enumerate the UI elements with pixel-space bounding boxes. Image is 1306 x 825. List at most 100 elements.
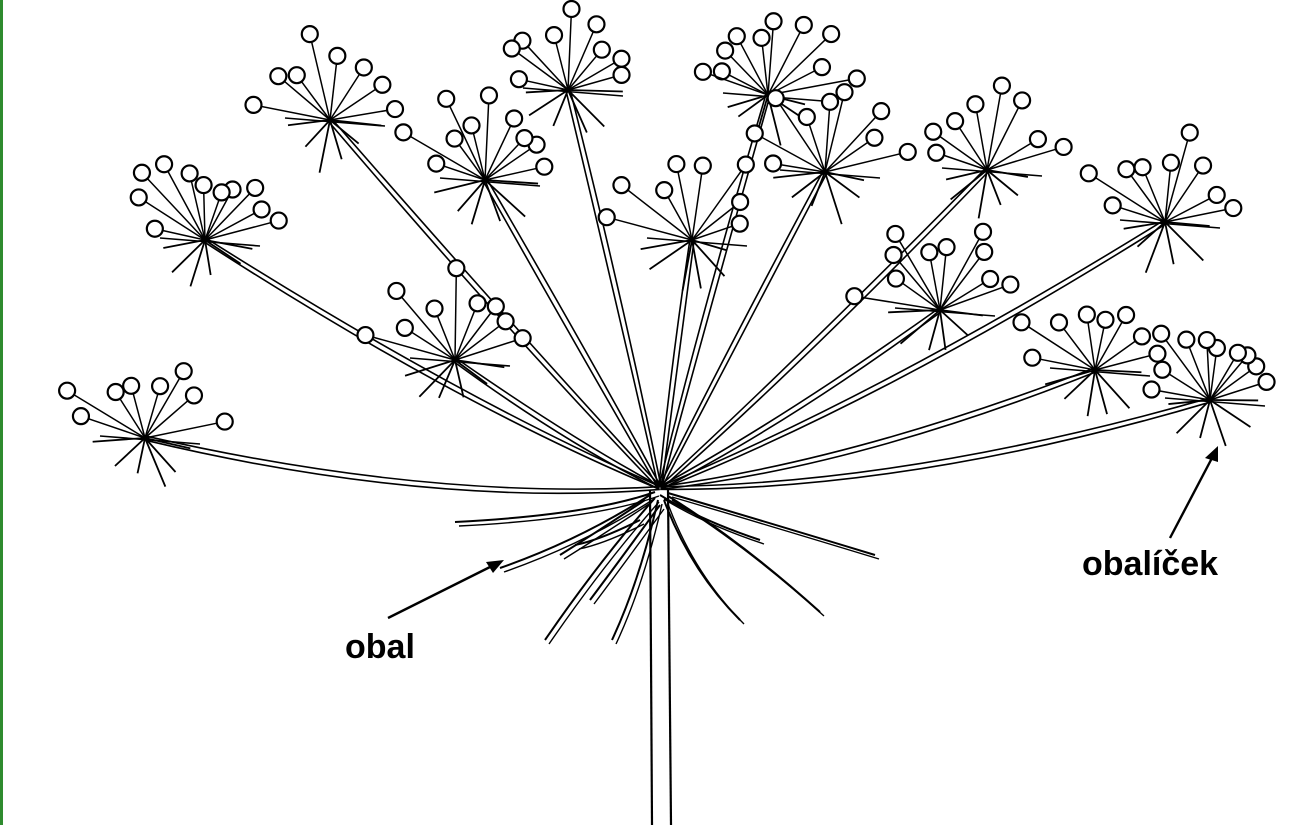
primary-ray	[659, 220, 1164, 487]
secondary-ray	[278, 76, 330, 120]
secondary-ray	[455, 268, 456, 360]
secondary-ray	[330, 109, 395, 120]
flower-bud	[939, 239, 955, 255]
pointer-arrowhead-obalicek	[1205, 446, 1218, 462]
involucre-bracts	[455, 492, 879, 644]
flower-bud	[886, 247, 902, 263]
flower-bud	[925, 124, 941, 140]
secondary-ray	[365, 335, 455, 360]
flower-bud	[302, 26, 318, 42]
flower-bud	[1002, 277, 1018, 293]
flower-bud	[1182, 125, 1198, 141]
flower-bud	[1199, 332, 1215, 348]
flower-bud	[738, 157, 754, 173]
flower-bud	[131, 189, 147, 205]
secondary-ray	[776, 98, 825, 172]
umbellet	[395, 87, 552, 224]
flower-bud	[1209, 187, 1225, 203]
secondary-ray	[768, 25, 804, 95]
flower-bud	[196, 177, 212, 193]
flower-bud	[388, 283, 404, 299]
primary-ray	[566, 90, 659, 488]
flower-bud	[900, 144, 916, 160]
flower-bud	[1105, 197, 1121, 213]
flower-bud	[536, 159, 552, 175]
secondary-ray	[725, 51, 768, 95]
secondary-ray	[145, 395, 194, 438]
umbellet	[747, 84, 916, 224]
primary-ray	[570, 90, 661, 488]
flower-bud	[599, 209, 615, 225]
secondary-ray	[825, 152, 908, 172]
flower-bud	[796, 17, 812, 33]
secondary-ray	[568, 9, 571, 90]
secondary-ray	[1165, 166, 1203, 222]
bractlet	[434, 180, 485, 192]
flower-bud	[271, 213, 287, 229]
flower-bud	[873, 103, 889, 119]
label-obalicek: obalíček	[1082, 545, 1218, 583]
flower-bud	[668, 156, 684, 172]
umbellet	[1014, 307, 1166, 417]
flower-bud	[329, 48, 345, 64]
pointer-line-obalicek	[1170, 458, 1212, 538]
flower-bud	[504, 41, 520, 57]
flower-bud	[594, 42, 610, 58]
flower-bud	[732, 194, 748, 210]
flower-bud	[447, 131, 463, 147]
flower-bud	[928, 145, 944, 161]
flower-bud	[254, 201, 270, 217]
flower-bud	[613, 51, 629, 67]
flower-bud	[395, 124, 411, 140]
flower-bud	[613, 177, 629, 193]
umbellet	[925, 78, 1071, 219]
primary-ray	[456, 358, 661, 487]
flower-bud	[822, 94, 838, 110]
secondary-ray	[1126, 169, 1165, 222]
flower-bud	[481, 87, 497, 103]
label-pointers	[388, 446, 1218, 618]
secondary-ray	[568, 24, 596, 90]
flower-bud	[588, 16, 604, 32]
flower-bud	[498, 313, 514, 329]
flower-bud	[1030, 131, 1046, 147]
label-obal: obal	[345, 628, 415, 666]
secondary-ray	[205, 221, 279, 240]
umbellet	[1144, 326, 1275, 446]
flower-bud	[823, 26, 839, 42]
flower-bud	[849, 71, 865, 87]
flower-bud	[59, 383, 75, 399]
flower-bud	[247, 180, 263, 196]
flower-bud	[1056, 139, 1072, 155]
bract	[668, 493, 875, 555]
flower-bud	[397, 320, 413, 336]
flower-bud	[1149, 346, 1165, 362]
flower-bud	[427, 301, 443, 317]
secondary-ray	[455, 338, 523, 360]
flower-bud	[123, 378, 139, 394]
flower-bud	[515, 330, 531, 346]
bractlet	[1165, 222, 1203, 261]
stem-line	[650, 490, 652, 825]
secondary-ray	[1165, 133, 1190, 222]
flower-bud	[1144, 382, 1160, 398]
flower-bud	[982, 271, 998, 287]
flower-bud	[73, 408, 89, 424]
flower-bud	[1014, 92, 1030, 108]
flower-bud	[147, 221, 163, 237]
pointer-line-obal	[388, 566, 492, 618]
secondary-ray	[1165, 208, 1233, 222]
secondary-ray	[403, 132, 485, 180]
flower-bud	[1135, 159, 1151, 175]
umbellet	[131, 156, 287, 286]
primary-ray	[660, 368, 1095, 487]
bractlet	[940, 310, 946, 350]
primary-ray	[659, 94, 766, 487]
flower-bud	[217, 414, 233, 430]
flower-bud	[1153, 326, 1169, 342]
bractlet	[901, 310, 940, 344]
flower-bud	[176, 363, 192, 379]
primary-ray	[145, 436, 660, 489]
bractlet	[145, 438, 165, 487]
